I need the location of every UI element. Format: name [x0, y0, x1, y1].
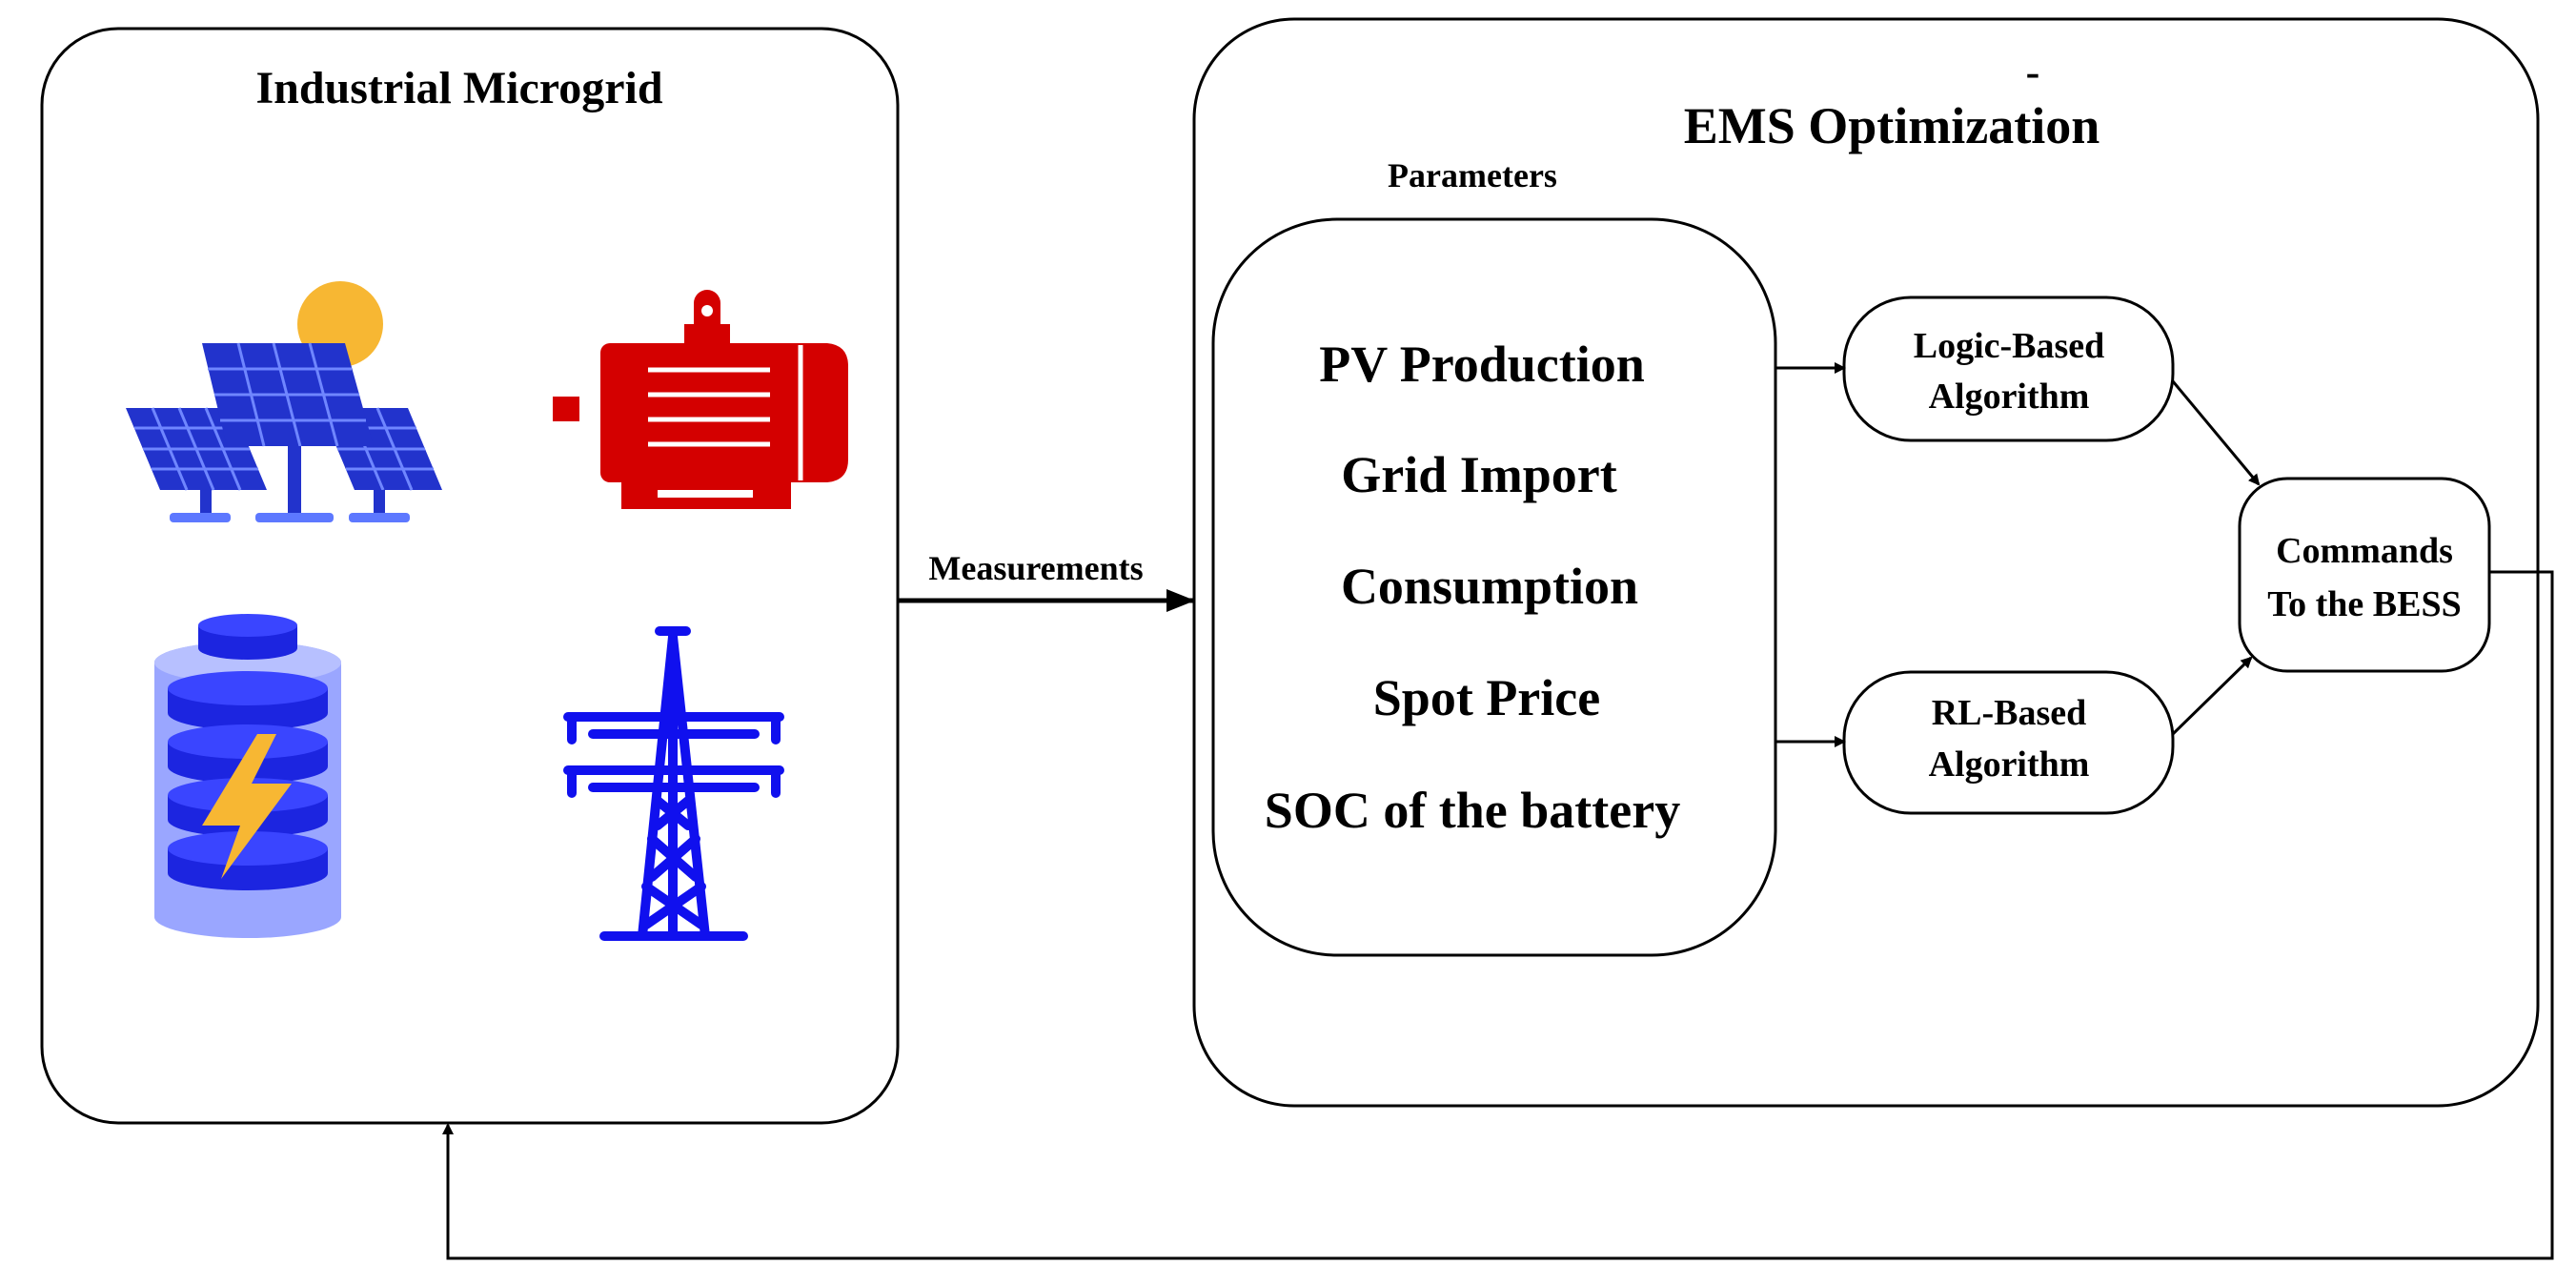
parameters-label: Parameters [1388, 156, 1557, 194]
parameter-grid-import: Grid Import [1341, 446, 1617, 503]
logic-algorithm-line2: Algorithm [1929, 377, 2090, 417]
rl-algorithm-line2: Algorithm [1929, 744, 2090, 785]
electric-motor-icon [553, 290, 848, 509]
measurements-label: Measurements [928, 549, 1143, 587]
ems-dash: - [2026, 49, 2040, 95]
commands-box [2238, 477, 2491, 673]
ems-title: EMS Optimization [1684, 97, 2100, 154]
solar-panel-icon [126, 281, 442, 522]
arrow-logic-to-commands [2171, 380, 2261, 486]
logic-algorithm-box [1842, 296, 2175, 442]
parameter-consumption: Consumption [1341, 558, 1638, 615]
parameters-box [1211, 217, 1777, 957]
arrow-rl-to-commands [2171, 656, 2253, 736]
commands-line1: Commands [2276, 531, 2453, 571]
battery-icon [154, 614, 341, 938]
transmission-tower-icon [563, 626, 784, 941]
parameter-spot-price: Spot Price [1373, 669, 1600, 726]
rl-algorithm-line1: RL-Based [1932, 693, 2087, 733]
rl-algorithm-box [1842, 670, 2175, 815]
microgrid-title: Industrial Microgrid [255, 63, 662, 113]
ems-box [1192, 17, 2540, 1108]
microgrid-box [40, 27, 900, 1125]
commands-line2: To the BESS [2267, 584, 2461, 624]
parameter-soc-battery: SOC of the battery [1265, 782, 1680, 839]
parameter-pv-production: PV Production [1319, 336, 1645, 393]
feedback-arrow [442, 570, 2554, 1260]
logic-algorithm-line1: Logic-Based [1914, 326, 2105, 366]
